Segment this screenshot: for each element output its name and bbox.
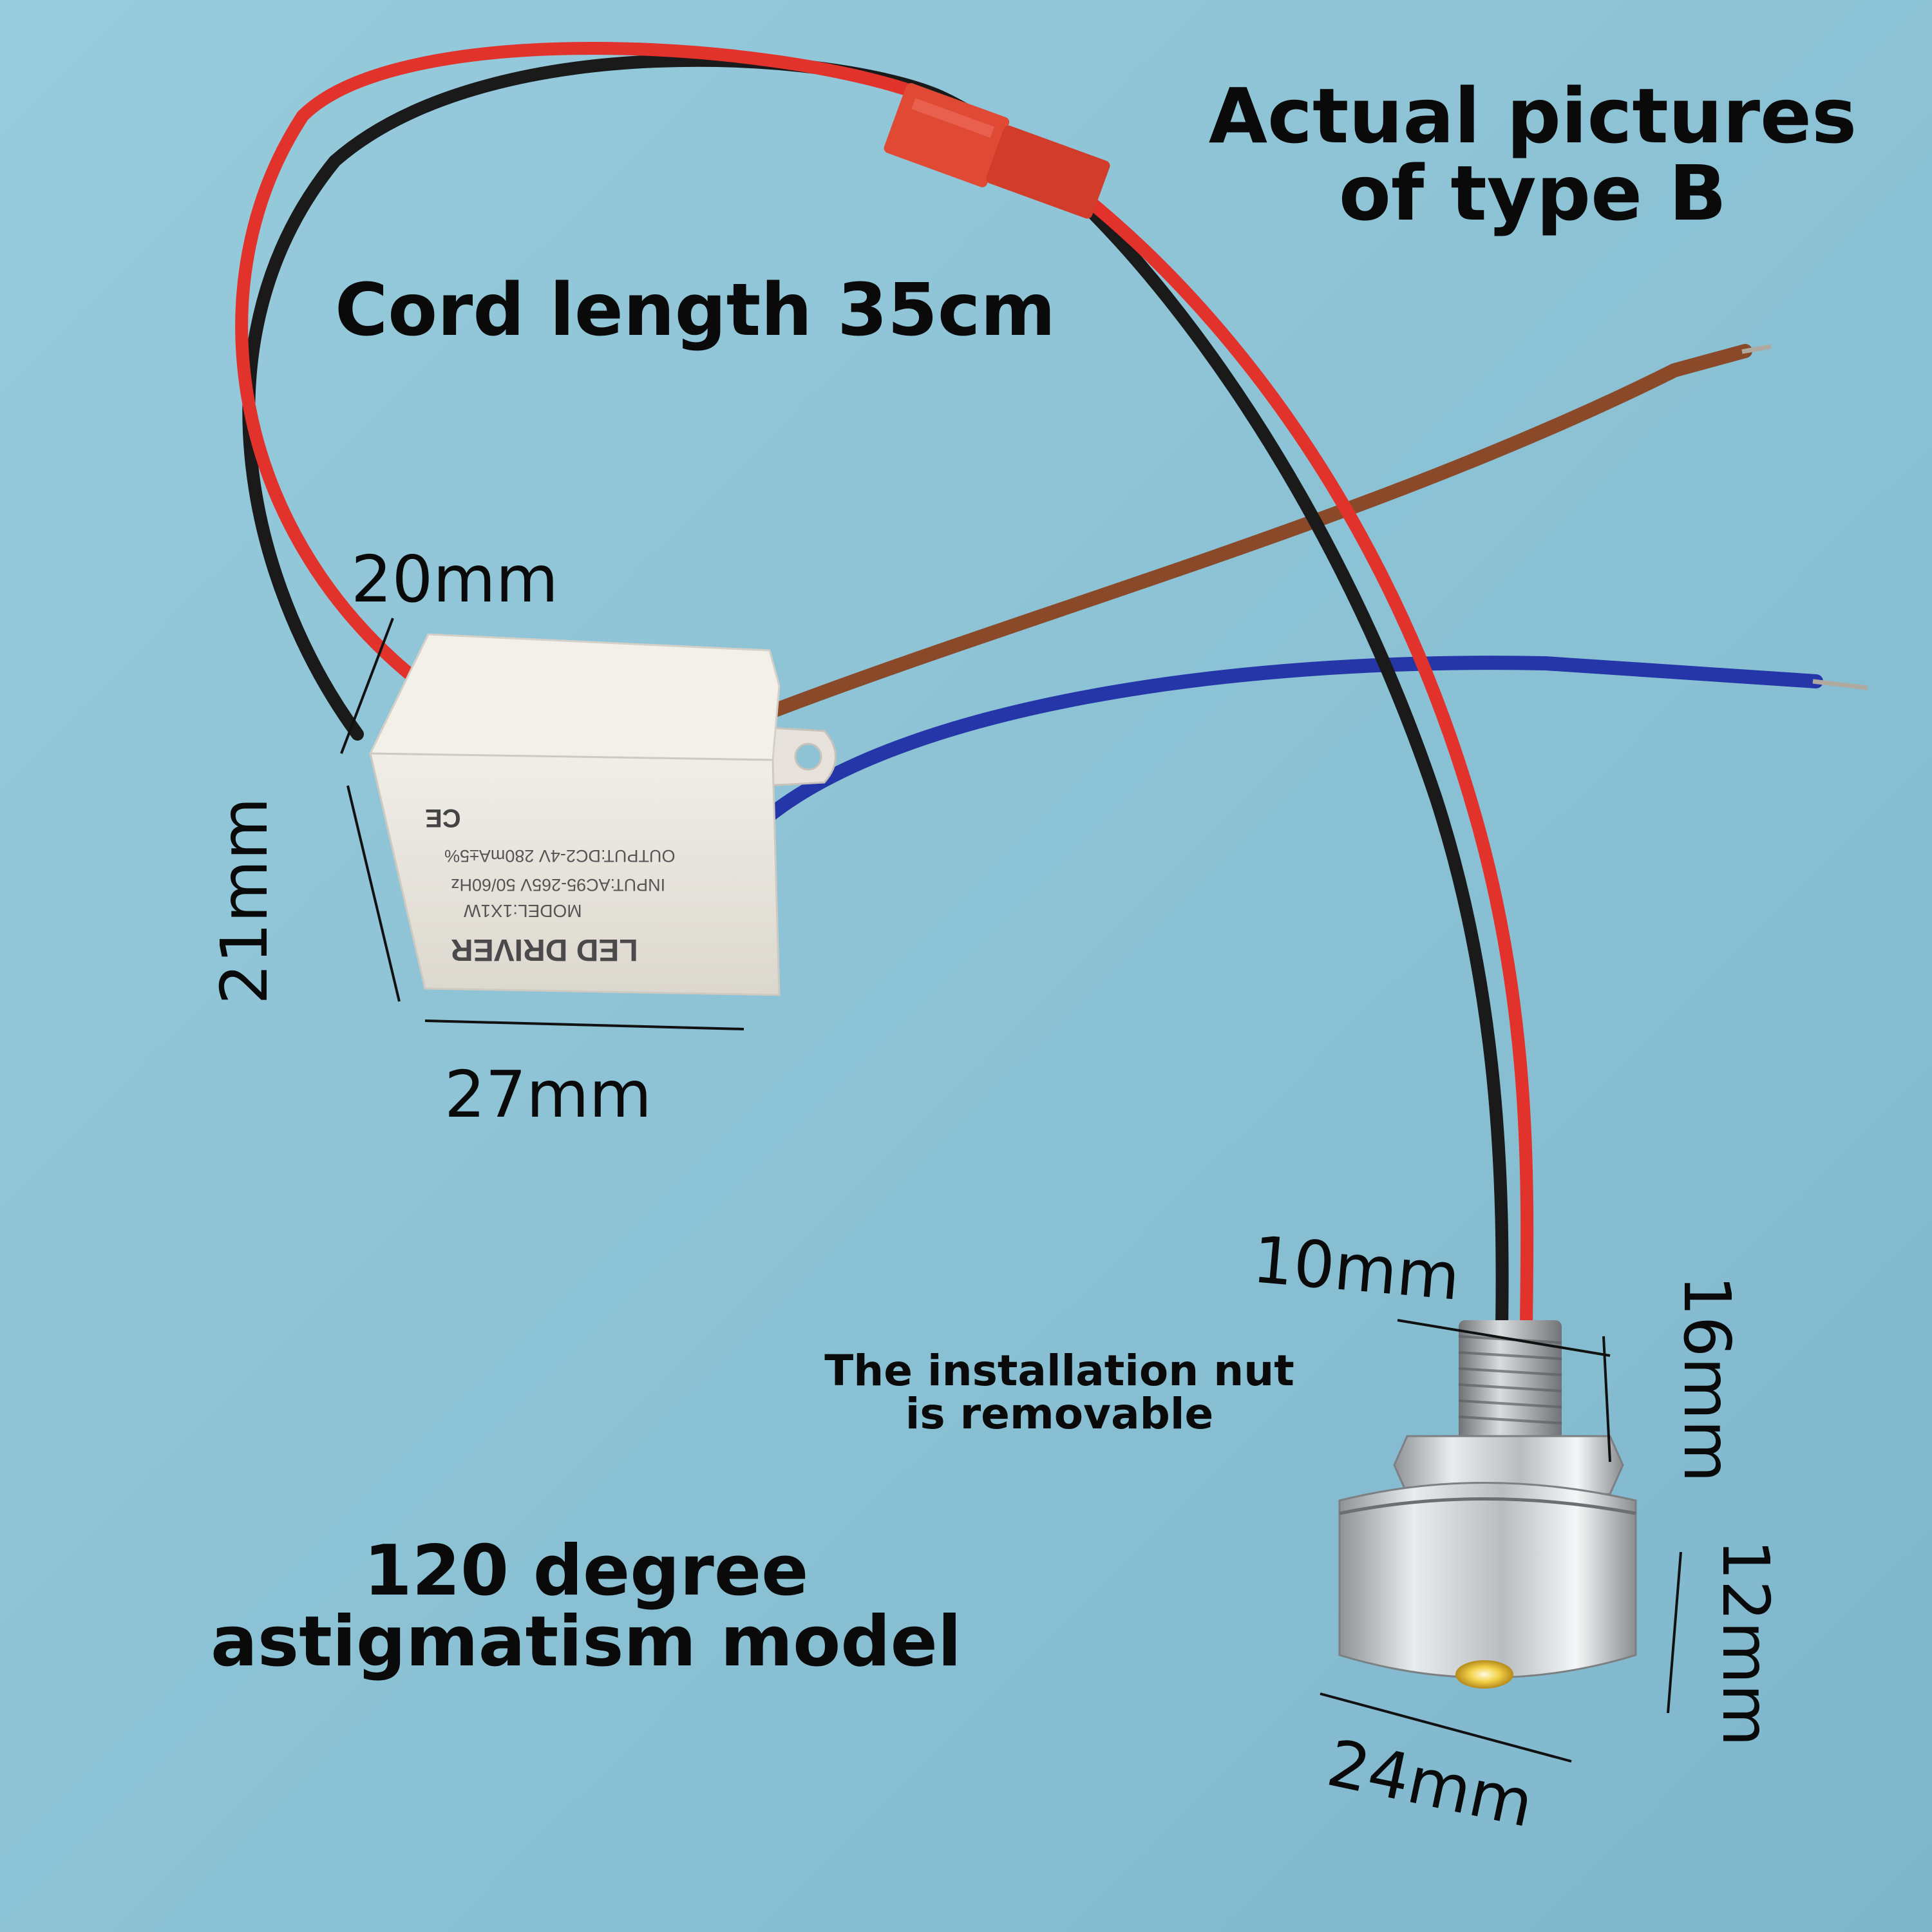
dim-lamp-height: 12mm bbox=[1708, 1539, 1783, 1747]
cord-length-callout: Cord length 35cm bbox=[335, 269, 1056, 352]
blue-wire-tip bbox=[1812, 679, 1868, 690]
led-driver bbox=[368, 633, 837, 996]
dim-thread-diameter: 10mm bbox=[1249, 1222, 1463, 1315]
nut-note-callout: The installation nut is removable bbox=[824, 1346, 1294, 1439]
hex-nut bbox=[1393, 1435, 1624, 1495]
dim-driver-height: 21mm bbox=[207, 797, 282, 1005]
led-fixture bbox=[1338, 1320, 1637, 1689]
brown-wire bbox=[756, 344, 1752, 722]
threaded-stem bbox=[1459, 1320, 1562, 1443]
driver-print-marks: CE bbox=[425, 804, 461, 832]
dim-driver-width: 27mm bbox=[444, 1057, 652, 1132]
model-note-callout: 120 degree astigmatism model bbox=[211, 1531, 961, 1683]
jst-connector bbox=[884, 83, 1110, 219]
title-callout: Actual pictures of type B bbox=[1208, 71, 1857, 238]
brown-wire-tip bbox=[1741, 344, 1772, 354]
dim-thread-length: 16mm bbox=[1669, 1275, 1745, 1483]
metal-housing bbox=[1338, 1482, 1637, 1679]
driver-print-input: INPUT:AC95-265V 50/60Hz bbox=[451, 875, 666, 895]
driver-print-output: OUTPUT:DC2-4V 280mA±5% bbox=[444, 846, 676, 866]
driver-top-face bbox=[368, 633, 781, 761]
driver-print-title: LED DRIVER bbox=[451, 933, 638, 967]
dim-driver-depth: 20mm bbox=[351, 542, 559, 617]
driver-front-face bbox=[369, 752, 781, 996]
driver-print-model: MODEL:1X1W bbox=[464, 901, 582, 921]
dimension-lines bbox=[340, 618, 1682, 1763]
led-lens bbox=[1455, 1660, 1513, 1689]
